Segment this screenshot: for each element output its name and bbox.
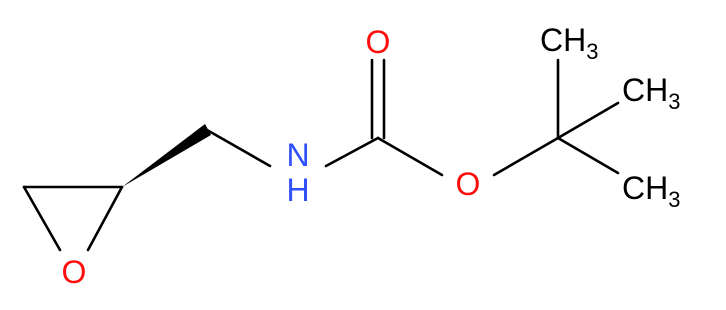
wedge-bond bbox=[122, 124, 211, 187]
methyl-middle-label: CH3 bbox=[622, 72, 680, 114]
nitrogen-label: N bbox=[286, 137, 309, 173]
methyl-middle-subscript: 3 bbox=[668, 89, 680, 114]
methyl-top-subscript: 3 bbox=[586, 39, 598, 64]
bond-ch2-n bbox=[205, 128, 272, 168]
epoxide-oxygen-label: O bbox=[62, 254, 87, 290]
methyl-bottom-ch: CH bbox=[622, 170, 668, 206]
bond-ring-ch2-o bbox=[22, 185, 62, 252]
hydrogen-label: H bbox=[286, 172, 309, 208]
methyl-top-label: CH3 bbox=[540, 22, 598, 64]
bond-cq-methyl-bottom bbox=[556, 136, 620, 175]
methyl-middle-ch: CH bbox=[622, 72, 668, 108]
bond-cq-methyl-middle bbox=[556, 101, 620, 140]
bonds bbox=[22, 58, 620, 252]
methyl-top-ch: CH bbox=[540, 22, 586, 58]
bond-carbonyl-oester bbox=[376, 136, 444, 177]
ester-oxygen-label: O bbox=[456, 166, 481, 202]
bond-n-carbonyl bbox=[324, 136, 380, 168]
carbonyl-oxygen-label: O bbox=[366, 24, 391, 60]
bond-oester-cq bbox=[492, 136, 560, 177]
methyl-bottom-subscript: 3 bbox=[668, 187, 680, 212]
bond-ring-c-o bbox=[86, 185, 124, 252]
methyl-bottom-label: CH3 bbox=[622, 170, 680, 212]
